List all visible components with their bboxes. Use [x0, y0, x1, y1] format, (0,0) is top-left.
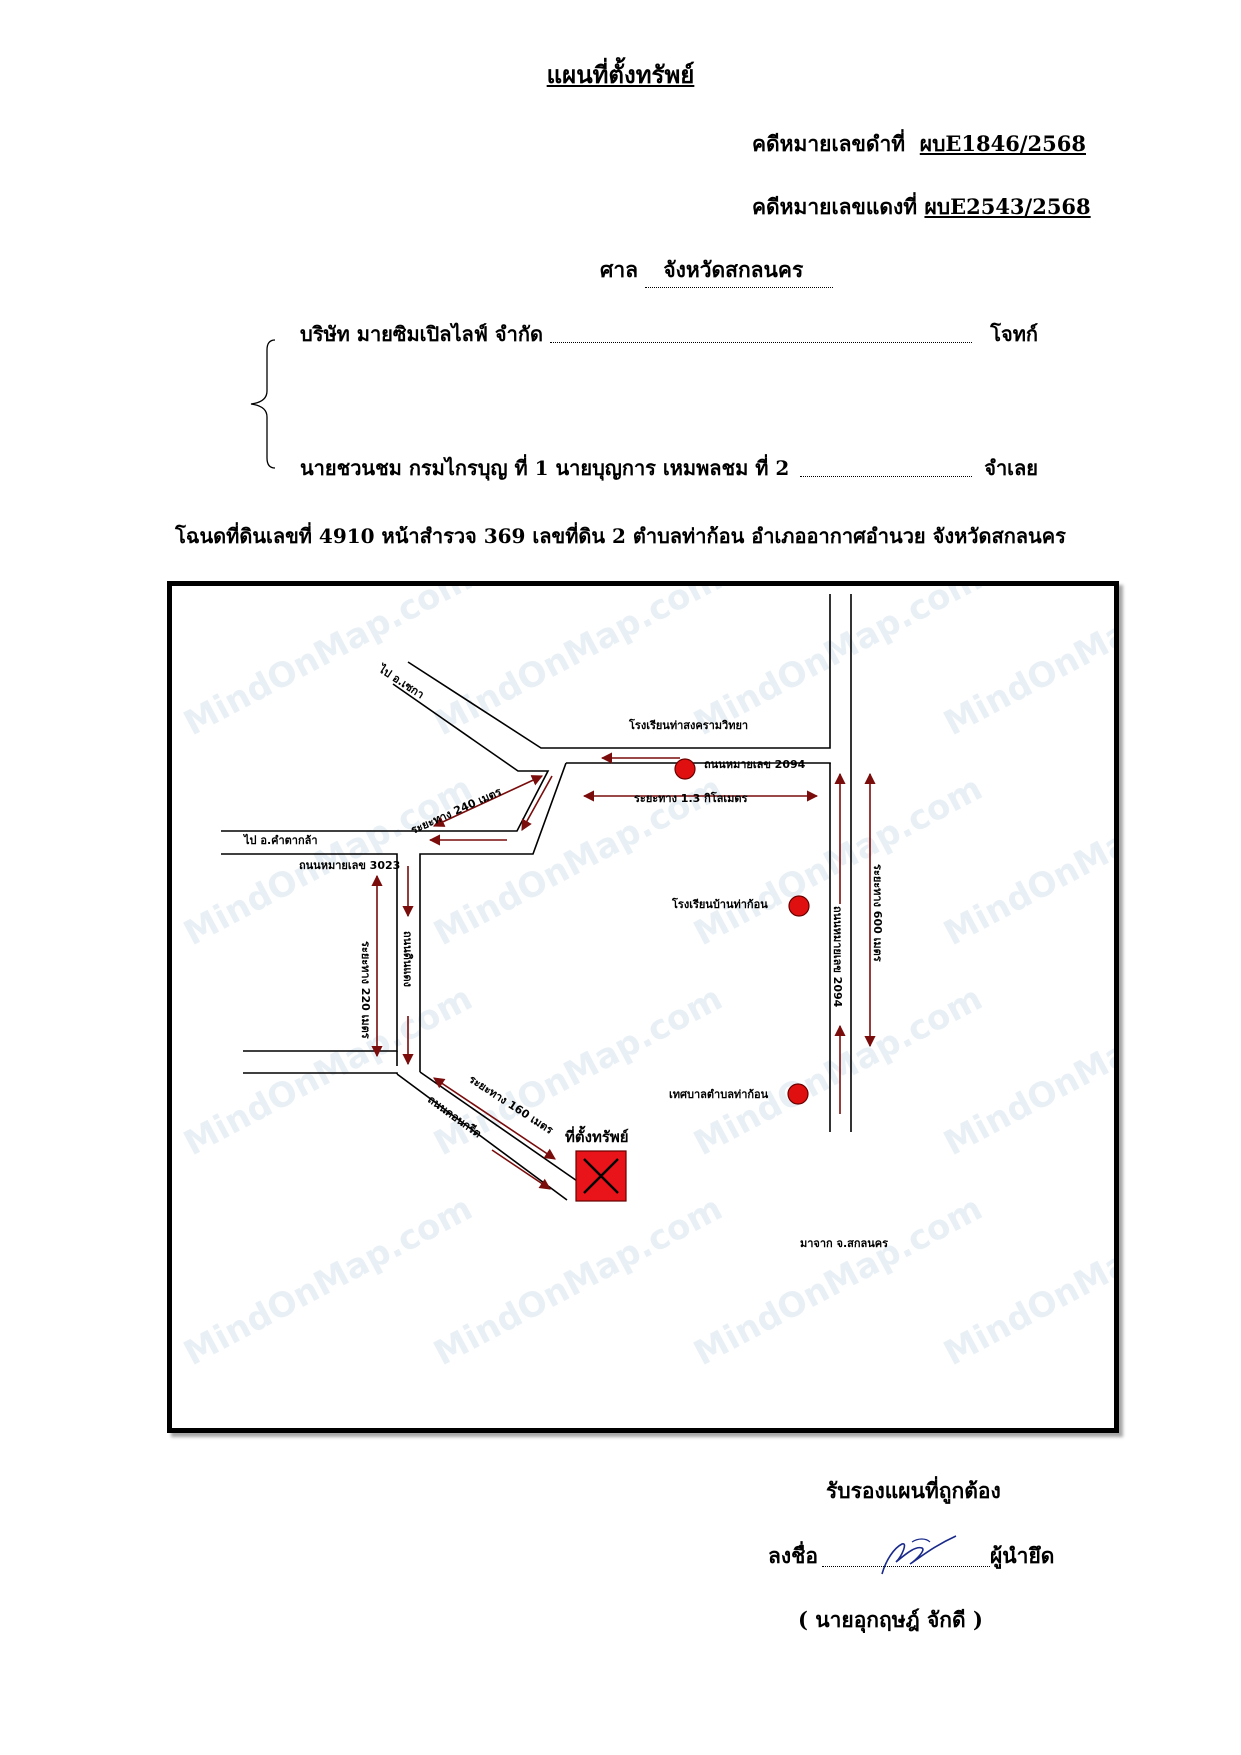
plaintiff-row: บริษัท มายซิมเปิลไลฟ์ จำกัด โจทก์ [300, 318, 1038, 348]
road-line [221, 853, 398, 1052]
plaintiff-dots [550, 342, 972, 343]
road-network [221, 594, 852, 1201]
label-road-dirt: ถนนดินแดง [401, 931, 414, 987]
property-marker [575, 1150, 627, 1202]
defendant-row: นายชวนชม กรมไกรบุญ ที่ 1 นายบุญการ เหมพล… [300, 452, 1038, 482]
road-line [243, 1072, 398, 1074]
court-label: ศาล [600, 257, 638, 282]
label-municipality: เทศบาลตำบลท่าก้อน [669, 1088, 769, 1101]
signature-mark [881, 1535, 957, 1575]
label-property: ที่ตั้งทรัพย์ [565, 1125, 629, 1146]
case-black-number: คดีหมายเลขดำที่ ผบE1846/2568 [752, 128, 1086, 161]
case-black-label: คดีหมายเลขดำที่ [752, 131, 906, 156]
case-red-number: คดีหมายเลขแดงที่ ผบE2543/2568 [752, 191, 1091, 224]
land-deed-info: โฉนดที่ดินเลขที่ 4910 หน้าสำรวจ 369 เลขท… [175, 524, 1066, 548]
defendant-name: นายชวนชม กรมไกรบุญ ที่ 1 นายบุญการ เหมพล… [300, 456, 790, 480]
school-marker [674, 758, 696, 780]
signature-line [822, 1566, 990, 1567]
location-map: MindOnMap.com MindOnMap.com MindOnMap.co… [167, 581, 1119, 1433]
road-line [407, 594, 831, 749]
arrow [432, 775, 544, 827]
certify-text: รับรองแผนที่ถูกต้อง [826, 1478, 1001, 1503]
school-marker [788, 895, 810, 917]
arrow [433, 1077, 556, 1160]
label-school-2: โรงเรียนบ้านท่าก้อน [671, 897, 768, 911]
court-name: จังหวัดสกลนคร [645, 254, 834, 288]
label-road-3023: ถนนหมายเลข 3023 [299, 859, 400, 872]
label-dist-600: ระยะทาง 600 เมตร [871, 864, 884, 962]
label-from-sakon: มาจาก จ.สกลนคร [800, 1237, 888, 1250]
label-dist-13km: ระยะทาง 1.3 กิโลเมตร [634, 791, 748, 805]
defendant-dots [800, 476, 972, 477]
case-black-value: ผบE1846/2568 [919, 131, 1086, 156]
court-line: ศาล จังหวัดสกลนคร [600, 254, 834, 288]
plaintiff-name: บริษัท มายซิมเปิลไลฟ์ จำกัด [300, 322, 543, 346]
case-red-label: คดีหมายเลขแดงที่ [752, 194, 918, 219]
label-road-2094-top: ถนนหมายเลข 2094 [704, 758, 806, 771]
arrow [521, 775, 553, 831]
municipality-marker [787, 1083, 809, 1105]
signer-name: ( นายอุกฤษฎ์ จักดี ) [798, 1607, 983, 1632]
watermark-text: MindOnMap.com [937, 586, 1114, 744]
document-title: แผนที่ตั้งทรัพย์ [546, 60, 695, 89]
defendant-role: จำเลย [984, 456, 1038, 480]
road-line [221, 683, 550, 832]
watermark-layer: MindOnMap.com MindOnMap.com MindOnMap.co… [177, 586, 1114, 1374]
sign-role: ผู้นำยึด [990, 1543, 1055, 1568]
road-line [419, 762, 567, 1072]
plaintiff-role: โจทก์ [990, 322, 1038, 346]
direction-arrows [371, 752, 876, 1190]
case-red-value: ผบE2543/2568 [924, 194, 1091, 219]
label-dist-220: ระยะทาง 220 เมตร [359, 941, 372, 1039]
map-canvas: MindOnMap.com MindOnMap.com MindOnMap.co… [177, 586, 1114, 1374]
label-road-2094-side: ถนนหมายเลข 2094 [831, 906, 844, 1008]
label-to-kham-ta-kla: ไป อ.คำตากล้า [242, 833, 318, 847]
label-school-1: โรงเรียนท่าสงครามวิทยา [628, 718, 748, 732]
road-line [566, 762, 831, 764]
arrow [491, 1149, 551, 1190]
label-to-seka: ไป อ.เซกา [375, 661, 427, 702]
party-brace [250, 339, 276, 469]
sign-label: ลงชื่อ [768, 1543, 818, 1568]
